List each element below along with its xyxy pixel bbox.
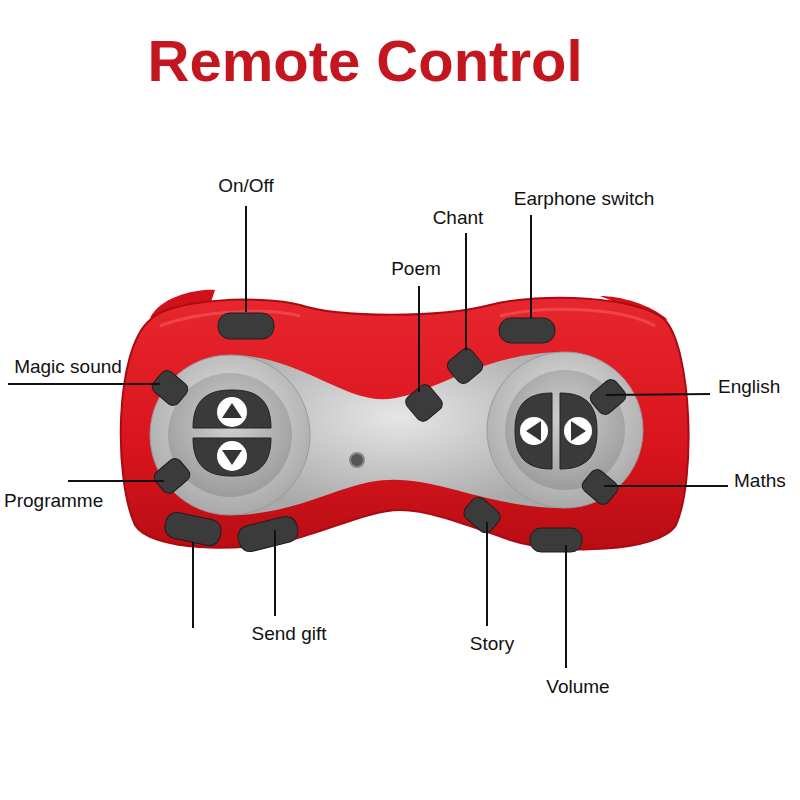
part-label: Earphone switch (514, 188, 654, 210)
leader-line (192, 542, 194, 628)
leader-line (274, 530, 276, 616)
leader-line (465, 233, 467, 350)
label-slot: Send gift (252, 623, 327, 645)
remote-body (121, 298, 689, 550)
label-slot: Earphone switch (514, 188, 654, 210)
part-label: Programme (4, 490, 103, 512)
label-slot: Volume (546, 676, 609, 698)
left-button (515, 393, 552, 469)
part-label: Maths (734, 470, 786, 492)
label-slot: Chant (433, 207, 484, 229)
up-arrow-disc (217, 397, 247, 427)
leader-line (565, 545, 567, 668)
part-label: Send gift (252, 623, 327, 645)
part-label: Story (470, 633, 514, 655)
leader-line (530, 215, 532, 318)
label-slot: Poem (391, 258, 441, 280)
leader-line (418, 286, 420, 392)
leader-line (604, 485, 728, 487)
part-label: On/Off (218, 175, 274, 197)
english-button (587, 377, 628, 417)
right-arrow (571, 421, 586, 441)
label-slot: Magic sound (14, 356, 122, 378)
right-ring (487, 352, 643, 508)
left-ring (150, 355, 310, 515)
leader-line (486, 522, 488, 626)
story-button (461, 494, 504, 536)
down-arrow (222, 450, 242, 465)
poem-button (403, 382, 445, 424)
part-label: English (718, 376, 780, 398)
leader-line (245, 206, 247, 312)
programme-button (151, 456, 192, 496)
leader-line (606, 394, 710, 395)
page-title: Remote Control (148, 29, 583, 93)
indicator-hole (350, 453, 364, 467)
onoff-button (218, 313, 274, 339)
part-label: Magic sound (14, 356, 122, 378)
label-slot: Maths (734, 470, 786, 492)
part-label: Chant (433, 207, 484, 229)
label-slot: Programme (4, 490, 103, 512)
send-gift-button (236, 514, 301, 554)
down-button (193, 438, 271, 476)
part-label: Poem (391, 258, 441, 280)
volume-button (530, 528, 582, 552)
label-slot: Story (470, 633, 514, 655)
earphone-button (499, 318, 555, 343)
up-arrow (222, 403, 242, 418)
title-slot: Remote Control (148, 29, 583, 93)
part-label: Volume (546, 676, 609, 698)
chant-button (445, 346, 486, 387)
bottom-left-button (163, 510, 223, 547)
down-arrow-disc (217, 441, 247, 471)
right-button (560, 393, 597, 469)
left-arrow-disc (520, 417, 548, 445)
left-arrow (526, 421, 541, 441)
leader-line (68, 480, 164, 482)
leader-line (8, 383, 160, 385)
magic-sound-button (149, 368, 190, 408)
up-button (193, 390, 271, 428)
label-slot: English (718, 376, 780, 398)
right-arrow-disc (564, 417, 592, 445)
label-slot: On/Off (218, 175, 274, 197)
